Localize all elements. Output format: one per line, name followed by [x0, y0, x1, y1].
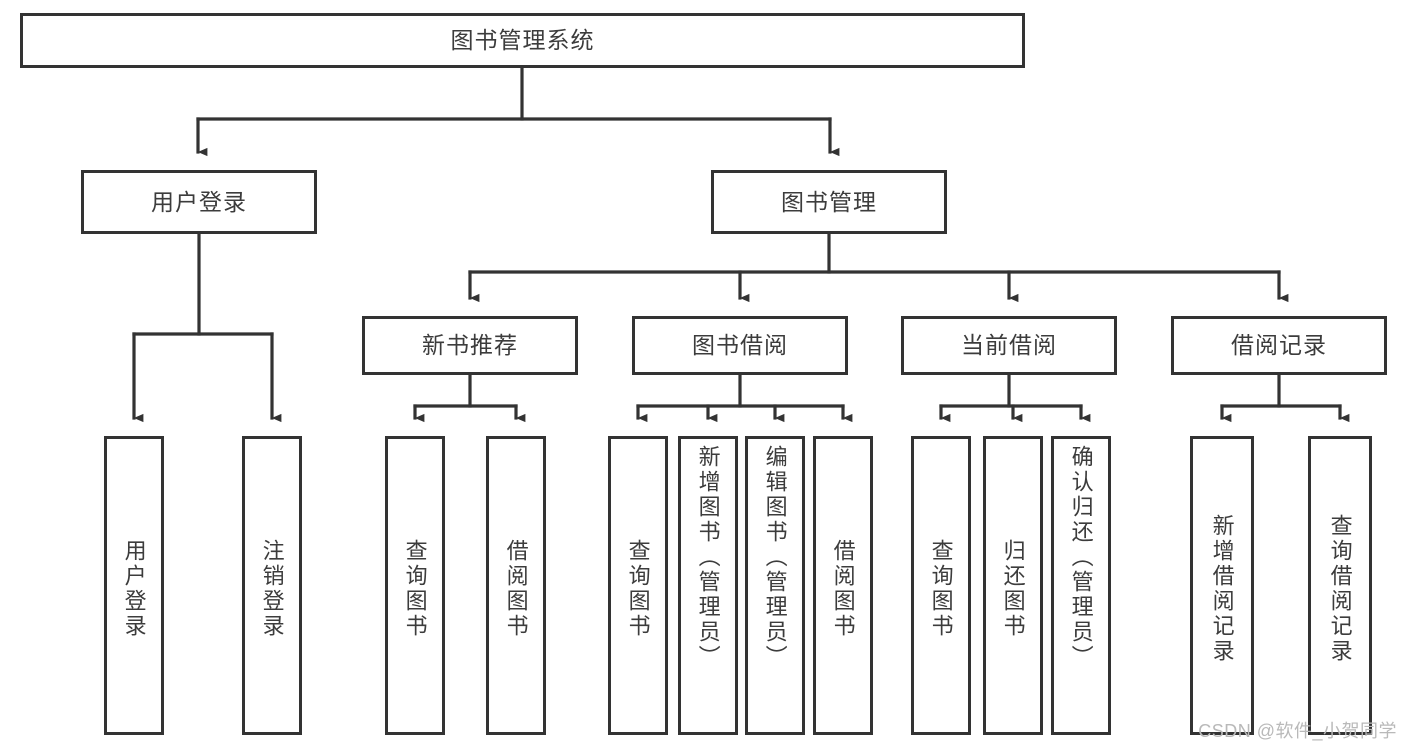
node-new-book-recommend-label: 新书推荐 [422, 332, 518, 359]
node-leaf-borrow-book[interactable]: 借阅图书 [813, 436, 873, 735]
node-leaf-user-login-label: 用户登录 [121, 538, 147, 639]
node-root[interactable]: 图书管理系统 [20, 13, 1025, 68]
node-leaf-query-book-recommend-label: 查询图书 [402, 538, 428, 639]
node-leaf-query-borrow-record[interactable]: 查询借阅记录 [1308, 436, 1372, 735]
node-leaf-return-book-label: 归还图书 [1000, 538, 1026, 639]
node-leaf-add-borrow-record-label: 新增借阅记录 [1209, 513, 1235, 664]
node-leaf-confirm-return[interactable]: 确认归还（管理员） [1051, 436, 1111, 735]
node-leaf-query-book-current-label: 查询图书 [928, 538, 954, 639]
node-leaf-confirm-return-label: 确认归还（管理员） [1068, 445, 1094, 670]
csdn-watermark: CSDN @软件_小贺同学 [1198, 721, 1397, 741]
node-book-borrow[interactable]: 图书借阅 [632, 316, 848, 375]
node-current-borrow[interactable]: 当前借阅 [901, 316, 1117, 375]
node-leaf-query-borrow-record-label: 查询借阅记录 [1327, 513, 1353, 664]
node-leaf-user-login[interactable]: 用户登录 [104, 436, 164, 735]
node-leaf-add-borrow-record[interactable]: 新增借阅记录 [1190, 436, 1254, 735]
node-leaf-query-book-current[interactable]: 查询图书 [911, 436, 971, 735]
node-user-login[interactable]: 用户登录 [81, 170, 317, 234]
node-leaf-edit-book[interactable]: 编辑图书（管理员） [745, 436, 805, 735]
node-user-login-label: 用户登录 [151, 188, 247, 215]
node-leaf-query-book-borrow[interactable]: 查询图书 [608, 436, 668, 735]
node-leaf-logout-login[interactable]: 注销登录 [242, 436, 302, 735]
node-leaf-borrow-book-recommend-label: 借阅图书 [503, 538, 529, 639]
node-borrow-record-label: 借阅记录 [1231, 332, 1327, 359]
node-book-borrow-label: 图书借阅 [692, 332, 788, 359]
node-leaf-borrow-book-label: 借阅图书 [830, 538, 856, 639]
node-leaf-add-book-label: 新增图书（管理员） [695, 445, 721, 670]
node-leaf-return-book[interactable]: 归还图书 [983, 436, 1043, 735]
node-leaf-edit-book-label: 编辑图书（管理员） [762, 445, 788, 670]
node-book-management[interactable]: 图书管理 [711, 170, 947, 234]
node-leaf-query-book-borrow-label: 查询图书 [625, 538, 651, 639]
node-leaf-logout-login-label: 注销登录 [259, 538, 285, 639]
node-leaf-query-book-recommend[interactable]: 查询图书 [385, 436, 445, 735]
node-book-management-label: 图书管理 [781, 188, 877, 215]
node-new-book-recommend[interactable]: 新书推荐 [362, 316, 578, 375]
node-leaf-borrow-book-recommend[interactable]: 借阅图书 [486, 436, 546, 735]
node-root-label: 图书管理系统 [450, 27, 595, 54]
node-leaf-add-book[interactable]: 新增图书（管理员） [678, 436, 738, 735]
node-borrow-record[interactable]: 借阅记录 [1171, 316, 1387, 375]
node-current-borrow-label: 当前借阅 [961, 332, 1057, 359]
